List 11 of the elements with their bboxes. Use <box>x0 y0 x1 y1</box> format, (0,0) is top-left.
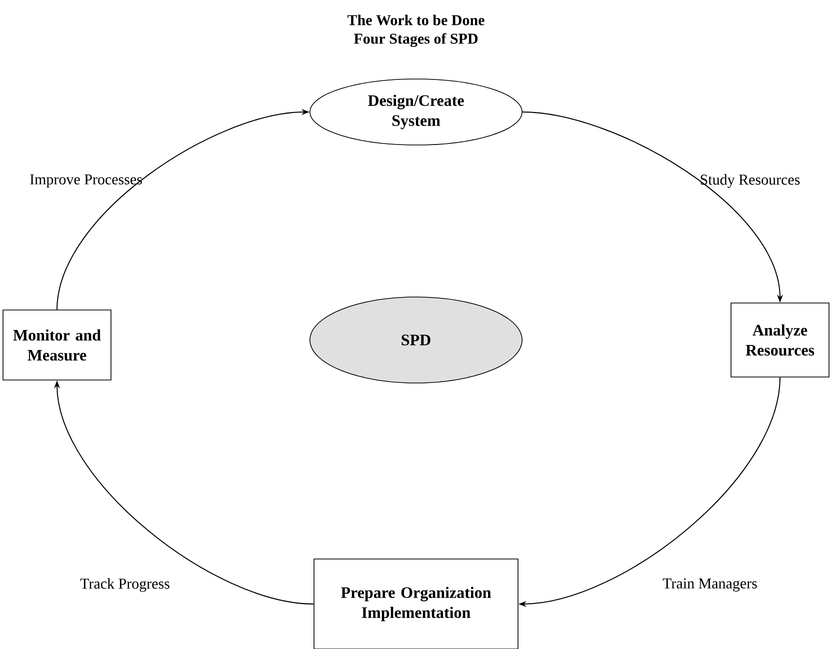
ellipse-node: Design/Create System <box>310 78 522 146</box>
process-box: Prepare Organization Implementation <box>314 558 518 649</box>
edge-label: Train Managers <box>662 578 757 592</box>
edge-label: Improve Processes <box>30 174 142 188</box>
edge-label: Track Progress <box>80 578 170 592</box>
process-box: Monitor and Measure <box>2 310 112 380</box>
subtitle: Four Stages of SPD <box>354 33 478 47</box>
ellipse-node: SPD <box>310 296 522 384</box>
edge-label: Study Resources <box>700 174 800 188</box>
process-box: Analyze Resources <box>730 302 830 378</box>
title: The Work to be Done <box>348 14 484 26</box>
